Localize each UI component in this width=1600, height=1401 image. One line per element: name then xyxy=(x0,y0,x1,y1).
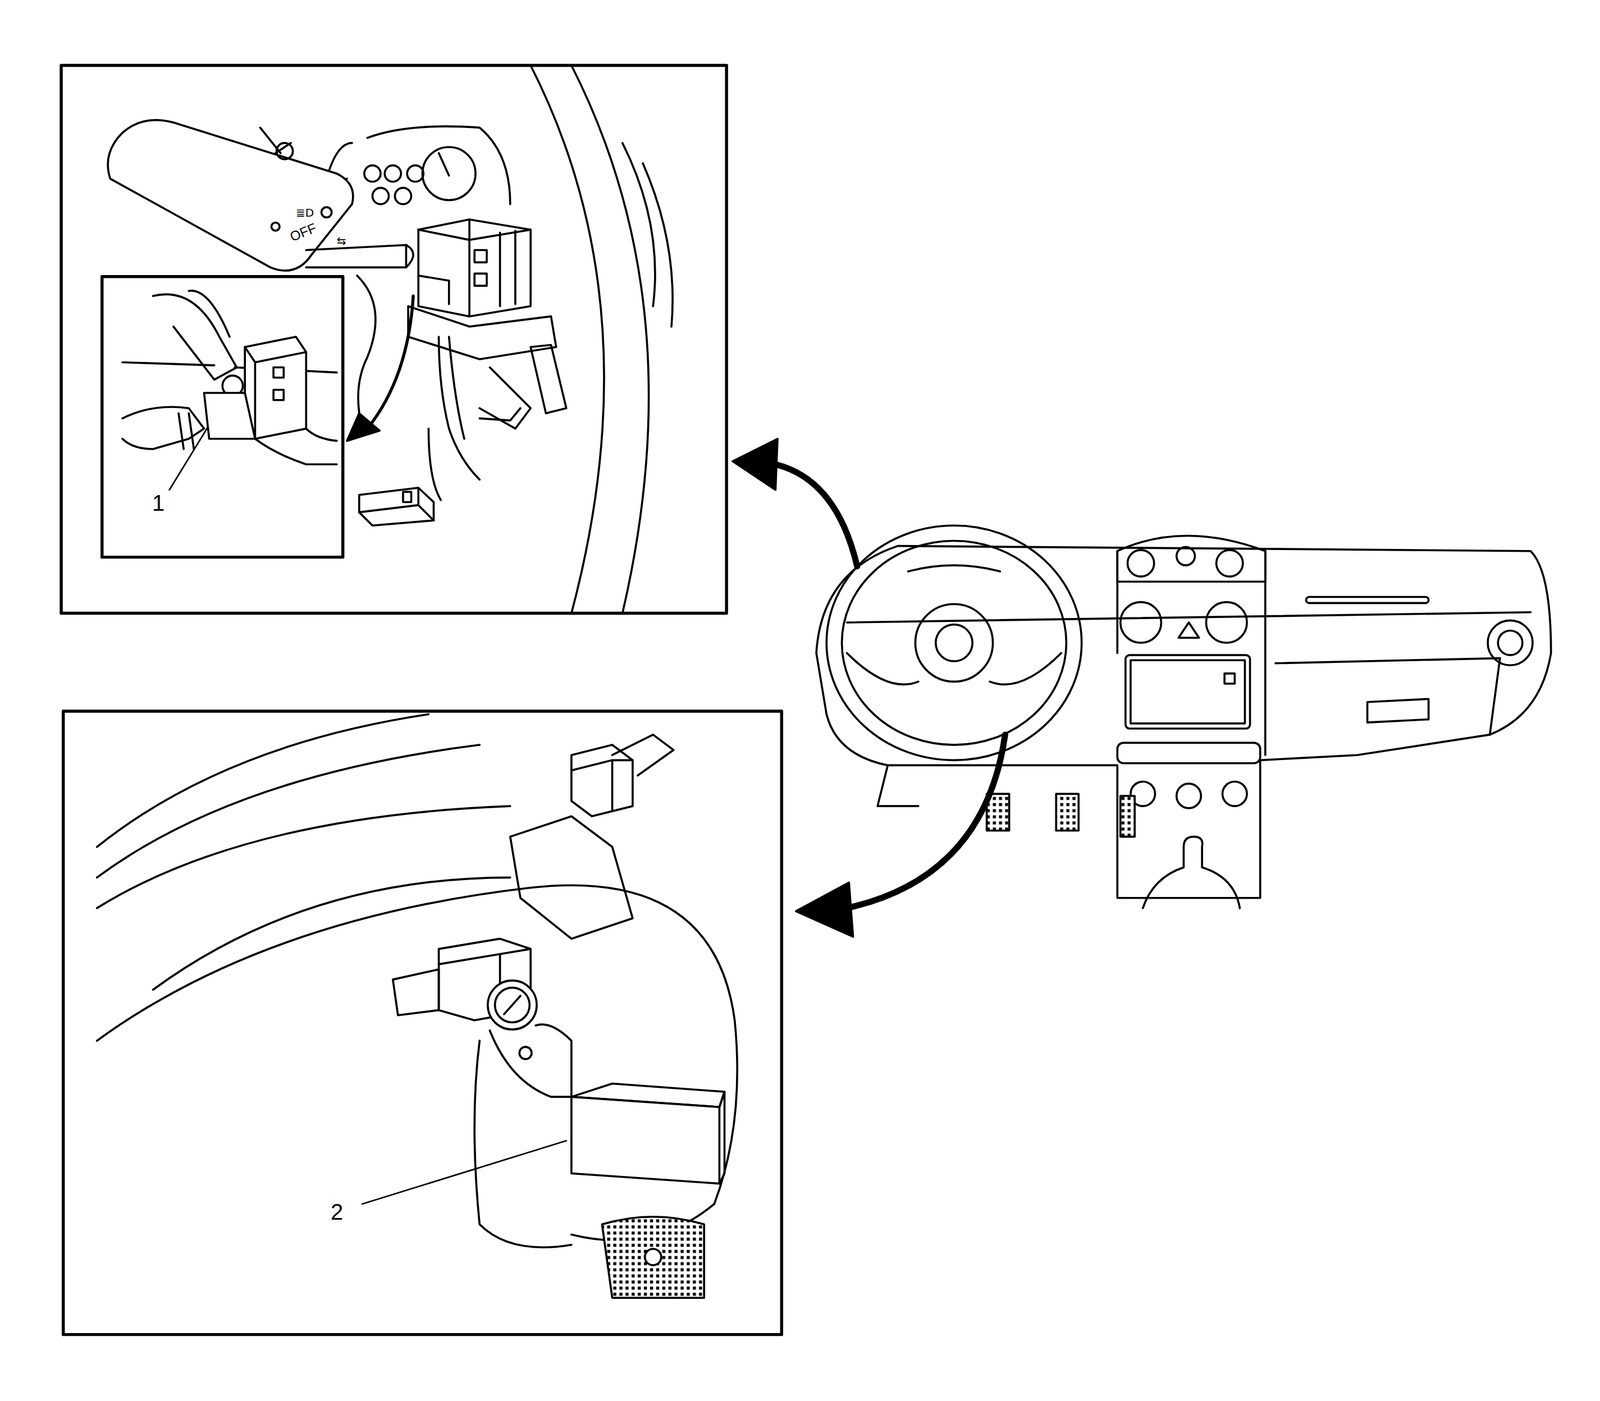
callout-number: 1 xyxy=(149,490,167,516)
svg-text:≣D: ≣D xyxy=(295,206,314,220)
callout-number: 2 xyxy=(328,1199,346,1225)
svg-text:⇆: ⇆ xyxy=(336,234,347,248)
